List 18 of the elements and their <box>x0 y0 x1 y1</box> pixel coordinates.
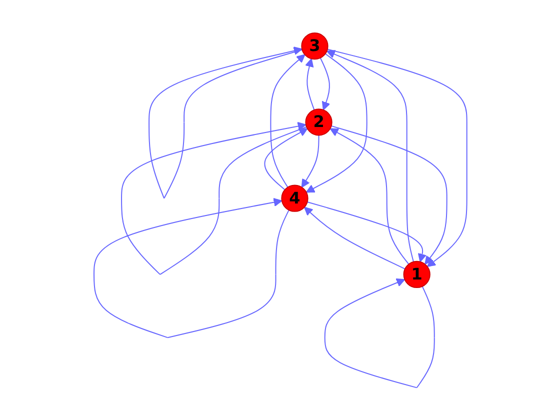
arrow <box>93 198 289 338</box>
node-circle: 1 <box>402 260 430 288</box>
arrow <box>270 54 305 188</box>
arrow <box>326 50 414 262</box>
node-circle: 2 <box>304 108 332 136</box>
node-circle: 4 <box>280 184 308 212</box>
arrow <box>304 58 314 110</box>
arrow <box>329 128 409 264</box>
arrow <box>300 134 319 188</box>
arrow <box>326 48 467 267</box>
arrow <box>304 206 406 269</box>
arrow <box>319 56 330 110</box>
arrow <box>264 128 308 190</box>
arrow <box>306 201 426 262</box>
arrow <box>324 278 434 388</box>
node-circle: 3 <box>300 32 328 60</box>
arrow <box>330 125 447 264</box>
arrow <box>148 46 302 198</box>
